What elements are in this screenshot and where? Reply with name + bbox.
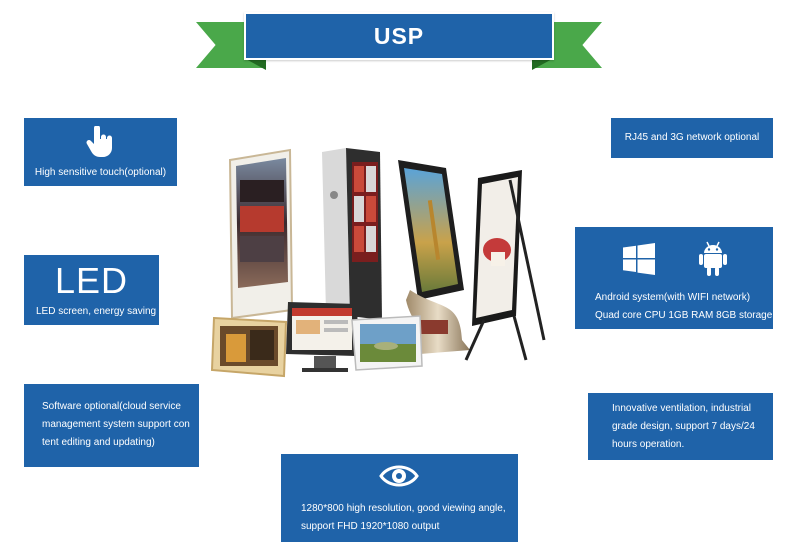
network-text: RJ45 and 3G network optional — [624, 132, 760, 143]
feature-ventilation: Innovative ventilation, industrial grade… — [588, 393, 773, 460]
kiosk-white — [228, 148, 294, 320]
kiosk-aframe — [464, 170, 546, 361]
touch-text: High sensitive touch(optional) — [34, 167, 167, 178]
display-desktop — [286, 302, 358, 372]
feature-touch: High sensitive touch(optional) — [24, 118, 177, 186]
banner-title: USP — [373, 22, 425, 49]
led-text: LED screen, energy saving — [36, 306, 157, 317]
ventilation-line-3: hours operation. — [612, 439, 685, 450]
hand-pointer-icon — [86, 126, 112, 157]
android-line-1: Android system(with WIFI network) — [595, 292, 751, 303]
kiosk-black — [322, 148, 382, 320]
eye-icon — [379, 465, 419, 487]
feature-software: Software optional(cloud service manageme… — [24, 384, 199, 467]
resolution-line-1: 1280*800 high resolution, good viewing a… — [301, 503, 506, 514]
software-line-1: Software optional(cloud service — [42, 401, 181, 412]
resolution-line-2: support FHD 1920*1080 output — [301, 521, 440, 532]
led-heading: LED — [54, 260, 129, 301]
feature-android: Android system(with WIFI network) Quad c… — [575, 227, 773, 329]
windows-icon — [623, 243, 655, 275]
software-line-2: management system support con — [42, 419, 190, 430]
ventilation-line-1: Innovative ventilation, industrial — [612, 403, 751, 414]
android-line-2: Quad core CPU 1GB RAM 8GB storage — [595, 310, 773, 321]
ventilation-line-2: grade design, support 7 days/24 — [612, 421, 755, 432]
android-icon — [699, 241, 727, 276]
usp-banner: USP — [244, 12, 554, 60]
software-line-3: tent editing and updating) — [42, 437, 155, 448]
feature-resolution: 1280*800 high resolution, good viewing a… — [281, 454, 518, 542]
display-tablet — [351, 315, 423, 371]
feature-network: RJ45 and 3G network optional — [611, 118, 773, 158]
kiosk-gold — [398, 160, 470, 354]
display-wall — [210, 316, 288, 378]
feature-led: LED LED screen, energy saving — [24, 255, 159, 325]
product-illustration — [210, 148, 546, 378]
